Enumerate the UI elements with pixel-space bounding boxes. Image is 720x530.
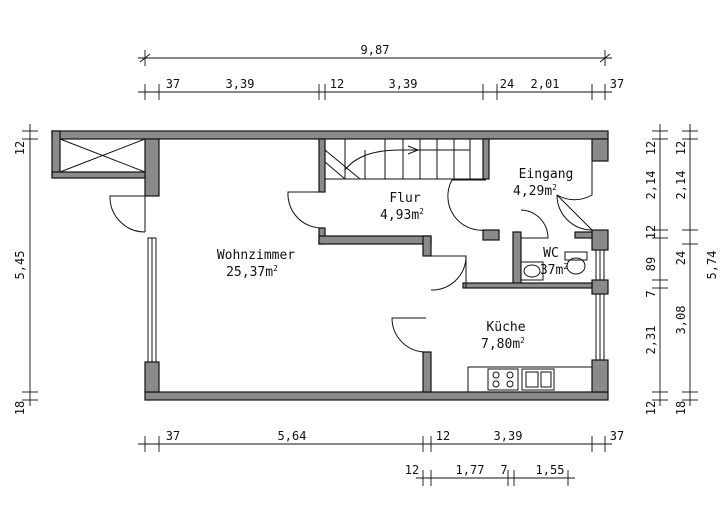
wall-left-upper bbox=[144, 138, 160, 197]
sink-icon bbox=[521, 368, 555, 391]
dim-bottom-5: 37 bbox=[610, 429, 624, 443]
room-name-wohnzimmer: Wohnzimmer bbox=[217, 248, 295, 263]
wall-kitchen-top bbox=[462, 282, 593, 289]
dim-right-b-2: 2,14 bbox=[674, 171, 688, 200]
toilet-icon bbox=[566, 257, 586, 275]
dim-left-top: 12 bbox=[13, 141, 27, 155]
dimension-right-a: 12 2,14 12 89 7 2,31 12 bbox=[644, 124, 668, 415]
dim-sub-2: 1,77 bbox=[456, 463, 485, 477]
stove-icon bbox=[487, 368, 519, 391]
wall-right-top bbox=[591, 138, 609, 162]
door-kueche-wohnzimmer bbox=[391, 317, 427, 353]
dim-right-b-4: 3,08 bbox=[674, 306, 688, 335]
dim-bottom-2: 5,64 bbox=[278, 429, 307, 443]
room-name-kueche: Küche bbox=[486, 320, 525, 335]
dim-sub-1: 12 bbox=[405, 463, 419, 477]
wc-sink-icon bbox=[520, 261, 544, 281]
wall-kitchen-left-bottom bbox=[422, 351, 432, 393]
dim-right-b-1: 12 bbox=[674, 141, 688, 155]
wall-wc-top bbox=[574, 231, 593, 239]
dim-top-4: 3,39 bbox=[389, 77, 418, 91]
wall-top bbox=[51, 130, 609, 140]
wall-void-left bbox=[51, 130, 61, 177]
wall-right-bottom bbox=[591, 359, 609, 393]
dim-top-total: 9,87 bbox=[361, 43, 390, 57]
dimension-right-b: 12 2,14 24 3,08 18 bbox=[674, 124, 698, 415]
dimension-bottom: 37 5,64 12 3,39 37 12 1,77 7 1,55 bbox=[138, 429, 624, 486]
dim-top-1: 37 bbox=[166, 77, 180, 91]
wall-wc-left bbox=[512, 231, 522, 287]
kitchen-counter bbox=[467, 366, 593, 393]
dim-bottom-4: 3,39 bbox=[494, 429, 523, 443]
room-area-flur: 4,93m2 bbox=[380, 207, 424, 223]
door-kueche-flur bbox=[430, 255, 467, 291]
wall-right-mid2 bbox=[591, 279, 609, 295]
void-opening bbox=[59, 138, 146, 173]
walls bbox=[51, 130, 609, 401]
staircase bbox=[324, 138, 484, 180]
dimension-right-total: 5,74 bbox=[705, 251, 719, 280]
dim-right-a-7: 12 bbox=[644, 401, 658, 415]
dim-right-total: 5,74 bbox=[705, 251, 719, 280]
dim-right-a-1: 12 bbox=[644, 141, 658, 155]
dim-right-a-4: 89 bbox=[644, 257, 658, 271]
dim-left-total: 5,45 bbox=[13, 251, 27, 280]
wall-right-mid bbox=[591, 229, 609, 251]
dim-top-6: 2,01 bbox=[531, 77, 560, 91]
dim-top-5: 24 bbox=[500, 77, 514, 91]
door-flur-eingang bbox=[447, 179, 487, 231]
dim-bottom-1: 37 bbox=[166, 429, 180, 443]
room-name-wc: WC bbox=[543, 246, 559, 261]
dim-top-2: 3,39 bbox=[226, 77, 255, 91]
windows bbox=[147, 237, 605, 363]
wall-stair-left bbox=[318, 138, 326, 193]
room-labels: Wohnzimmer 25,37m2 Flur 4,93m2 Eingang 4… bbox=[217, 167, 574, 352]
dim-right-a-2: 2,14 bbox=[644, 171, 658, 200]
dim-right-b-5: 18 bbox=[674, 401, 688, 415]
toilet-tank-icon bbox=[564, 251, 588, 261]
door-wc bbox=[520, 209, 549, 239]
dimension-left: 12 5,45 18 bbox=[13, 124, 38, 415]
dim-sub-3: 7 bbox=[500, 463, 507, 477]
room-area-kueche: 7,80m2 bbox=[481, 336, 525, 352]
wall-bottom bbox=[144, 391, 609, 401]
dim-right-b-3: 24 bbox=[674, 251, 688, 265]
wall-stair-right bbox=[482, 138, 490, 180]
dim-top-3: 12 bbox=[330, 77, 344, 91]
dim-right-a-5: 7 bbox=[644, 290, 658, 297]
door-wohnzimmer-outside bbox=[109, 195, 146, 233]
room-area-wohnzimmer: 25,37m2 bbox=[226, 264, 278, 280]
dim-bottom-3: 12 bbox=[436, 429, 450, 443]
doors bbox=[109, 161, 593, 353]
wall-void-bottom bbox=[51, 171, 146, 179]
dim-right-a-6: 2,31 bbox=[644, 326, 658, 355]
room-area-eingang: 4,29m2 bbox=[513, 183, 557, 199]
dim-right-a-3: 12 bbox=[644, 225, 658, 239]
dimension-top: 9,87 37 3,39 12 3,39 24 2,01 37 bbox=[138, 43, 624, 100]
wall-flur-bottom bbox=[318, 235, 432, 245]
door-entrance bbox=[556, 161, 593, 201]
wall-left-lower bbox=[144, 361, 160, 393]
room-name-flur: Flur bbox=[389, 191, 420, 206]
fixtures bbox=[467, 251, 593, 393]
dim-top-7: 37 bbox=[610, 77, 624, 91]
wall-eingang-corner bbox=[482, 229, 500, 241]
room-area-wc: 37m2 bbox=[540, 262, 568, 278]
dim-sub-4: 1,55 bbox=[536, 463, 565, 477]
dim-left-bottom: 18 bbox=[13, 401, 27, 415]
door-wohnzimmer-flur bbox=[287, 191, 323, 229]
wall-kitchen-left-top bbox=[422, 235, 432, 257]
room-name-eingang: Eingang bbox=[519, 167, 574, 182]
